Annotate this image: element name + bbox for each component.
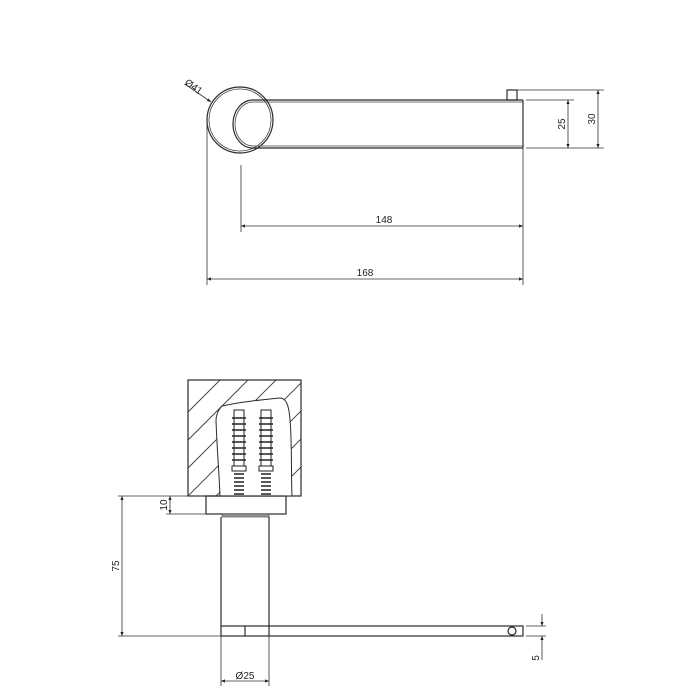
end-tab bbox=[506, 89, 518, 101]
dim-25-label: 25 bbox=[557, 118, 568, 130]
side-view: 75 10 Ø25 5 bbox=[111, 379, 546, 686]
arm-bar bbox=[232, 99, 523, 149]
horizontal-arm bbox=[220, 625, 524, 637]
dim-75-label: 75 bbox=[111, 560, 122, 572]
wall-plug-left bbox=[231, 409, 247, 495]
dim-10-label: 10 bbox=[159, 499, 170, 511]
dim-dia41-label: Ø41 bbox=[182, 77, 204, 97]
dim-30-label: 30 bbox=[587, 113, 598, 125]
dim-168-label: 168 bbox=[357, 268, 374, 279]
dim-5-label: 5 bbox=[531, 655, 542, 661]
drill-cavity bbox=[215, 397, 293, 497]
end-cap bbox=[507, 626, 517, 636]
mounting-flange bbox=[205, 495, 287, 515]
dim-dia25-label: Ø25 bbox=[236, 671, 255, 682]
wall-plug-right bbox=[258, 409, 274, 495]
top-view: 25 30 148 168 Ø41 bbox=[182, 77, 604, 285]
dim-148-label: 148 bbox=[376, 215, 393, 226]
